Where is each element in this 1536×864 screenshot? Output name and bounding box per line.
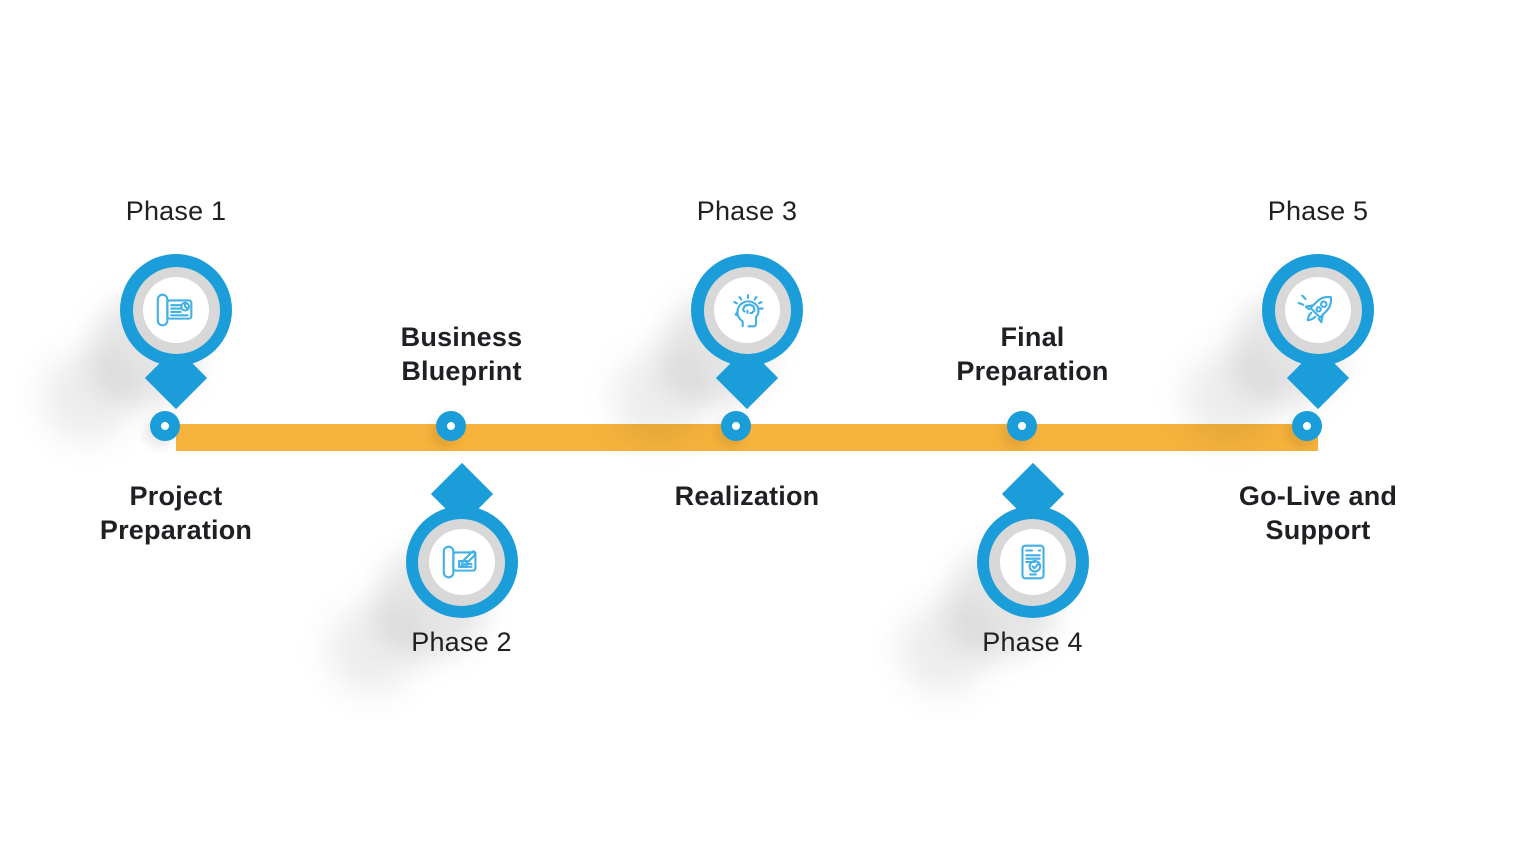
phase-4-label: Phase 4 xyxy=(982,627,1083,657)
phase-2-marker xyxy=(327,462,518,694)
timeline-node-phase-3 xyxy=(721,411,751,441)
phase-5-marker xyxy=(1184,254,1374,464)
marker-shadow xyxy=(327,604,418,694)
marker-shadow xyxy=(613,352,703,442)
blueprint-pencil-icon xyxy=(442,545,477,579)
phase-1-label: Phase 1 xyxy=(125,196,227,226)
phase-2-name: Business Blueprint xyxy=(400,322,523,386)
marker-ring xyxy=(405,506,518,618)
rocket-icon xyxy=(1297,294,1333,324)
phase-4-marker xyxy=(898,462,1089,694)
marker-ring xyxy=(120,254,232,366)
timeline-node-phase-2 xyxy=(435,411,466,441)
phase-1-name: Project Preparation xyxy=(99,481,253,545)
marker-ring xyxy=(976,506,1089,618)
idea-head-icon xyxy=(733,294,764,328)
phase-3-label: Phase 3 xyxy=(696,196,798,226)
phase-5-label: Phase 5 xyxy=(1267,196,1369,226)
marker-ring xyxy=(691,254,803,366)
phase-4-name: Final Preparation xyxy=(956,322,1109,386)
marker-shadow xyxy=(42,352,132,442)
phase-2-label: Phase 2 xyxy=(411,627,512,657)
phase-3-name: Realization xyxy=(674,481,820,511)
timeline-node-phase-1 xyxy=(150,411,180,441)
timeline-node-phase-4 xyxy=(1006,411,1037,441)
checklist-tablet-icon xyxy=(1020,544,1045,580)
marker-shadow xyxy=(1184,352,1274,442)
phase-5-name: Go-Live and Support xyxy=(1238,481,1398,545)
phase-3-marker xyxy=(613,254,803,464)
timeline-node-phase-5 xyxy=(1292,411,1322,441)
marker-shadow xyxy=(898,604,989,694)
phase-1-marker xyxy=(42,254,232,464)
scroll-chart-icon xyxy=(156,293,193,327)
marker-ring xyxy=(1262,254,1374,366)
